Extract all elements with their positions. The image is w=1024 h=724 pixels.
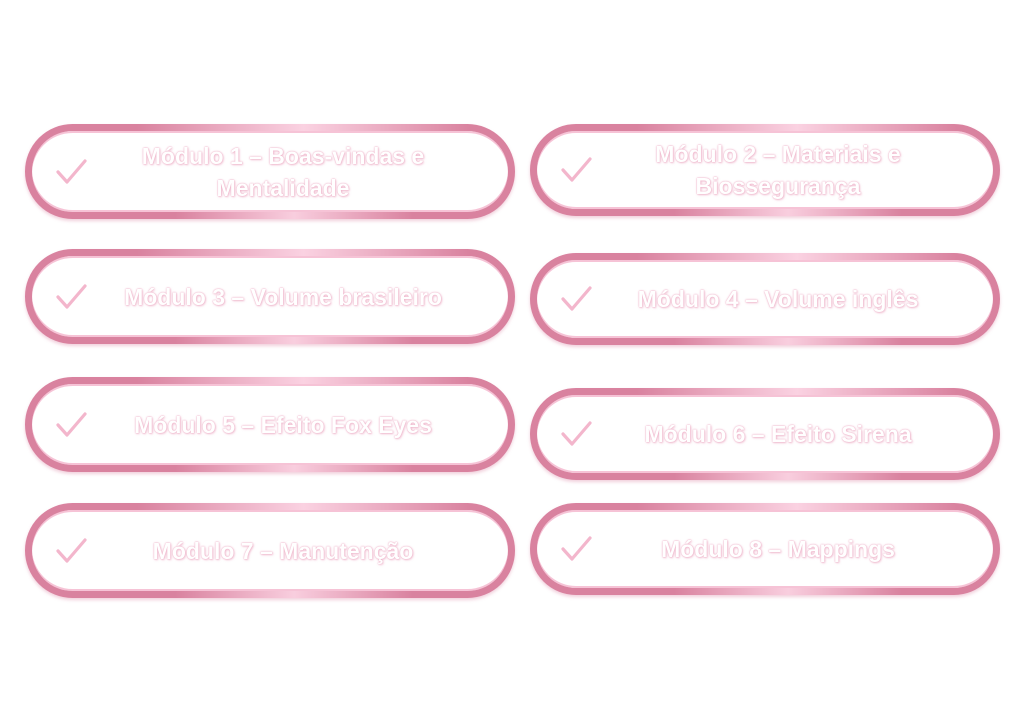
check-icon <box>54 408 88 442</box>
module-label: Módulo 5 – Efeito Fox Eyes <box>134 411 432 438</box>
module-label: Módulo 3 – Volume brasileiro <box>124 283 442 310</box>
check-icon <box>54 280 88 314</box>
module-card-4[interactable]: Módulo 4 – Volume inglês <box>530 253 1000 345</box>
module-label: Módulo 4 – Volume inglês <box>637 286 919 312</box>
check-icon <box>54 155 88 189</box>
module-label: Módulo 6 – Efeito Sirena <box>644 421 912 447</box>
module-label: Módulo 7 – Manutenção <box>152 537 414 564</box>
check-icon <box>559 532 593 566</box>
module-card-3[interactable]: Módulo 3 – Volume brasileiro <box>25 249 515 344</box>
check-icon <box>559 282 593 316</box>
check-icon <box>559 153 593 187</box>
check-icon <box>54 534 88 568</box>
module-label: Módulo 8 – Mappings <box>661 536 895 562</box>
module-label: Módulo 1 – Boas-vindas e Mentalidade <box>141 142 425 201</box>
module-label: Módulo 2 – Materiais e Biossegurança <box>655 141 901 199</box>
check-icon <box>559 417 593 451</box>
module-card-5[interactable]: Módulo 5 – Efeito Fox Eyes <box>25 377 515 472</box>
module-card-6[interactable]: Módulo 6 – Efeito Sirena <box>530 388 1000 480</box>
module-card-7[interactable]: Módulo 7 – Manutenção <box>25 503 515 598</box>
module-card-8[interactable]: Módulo 8 – Mappings <box>530 503 1000 595</box>
module-card-2[interactable]: Módulo 2 – Materiais e Biossegurança <box>530 124 1000 216</box>
module-card-1[interactable]: Módulo 1 – Boas-vindas e Mentalidade <box>25 124 515 219</box>
